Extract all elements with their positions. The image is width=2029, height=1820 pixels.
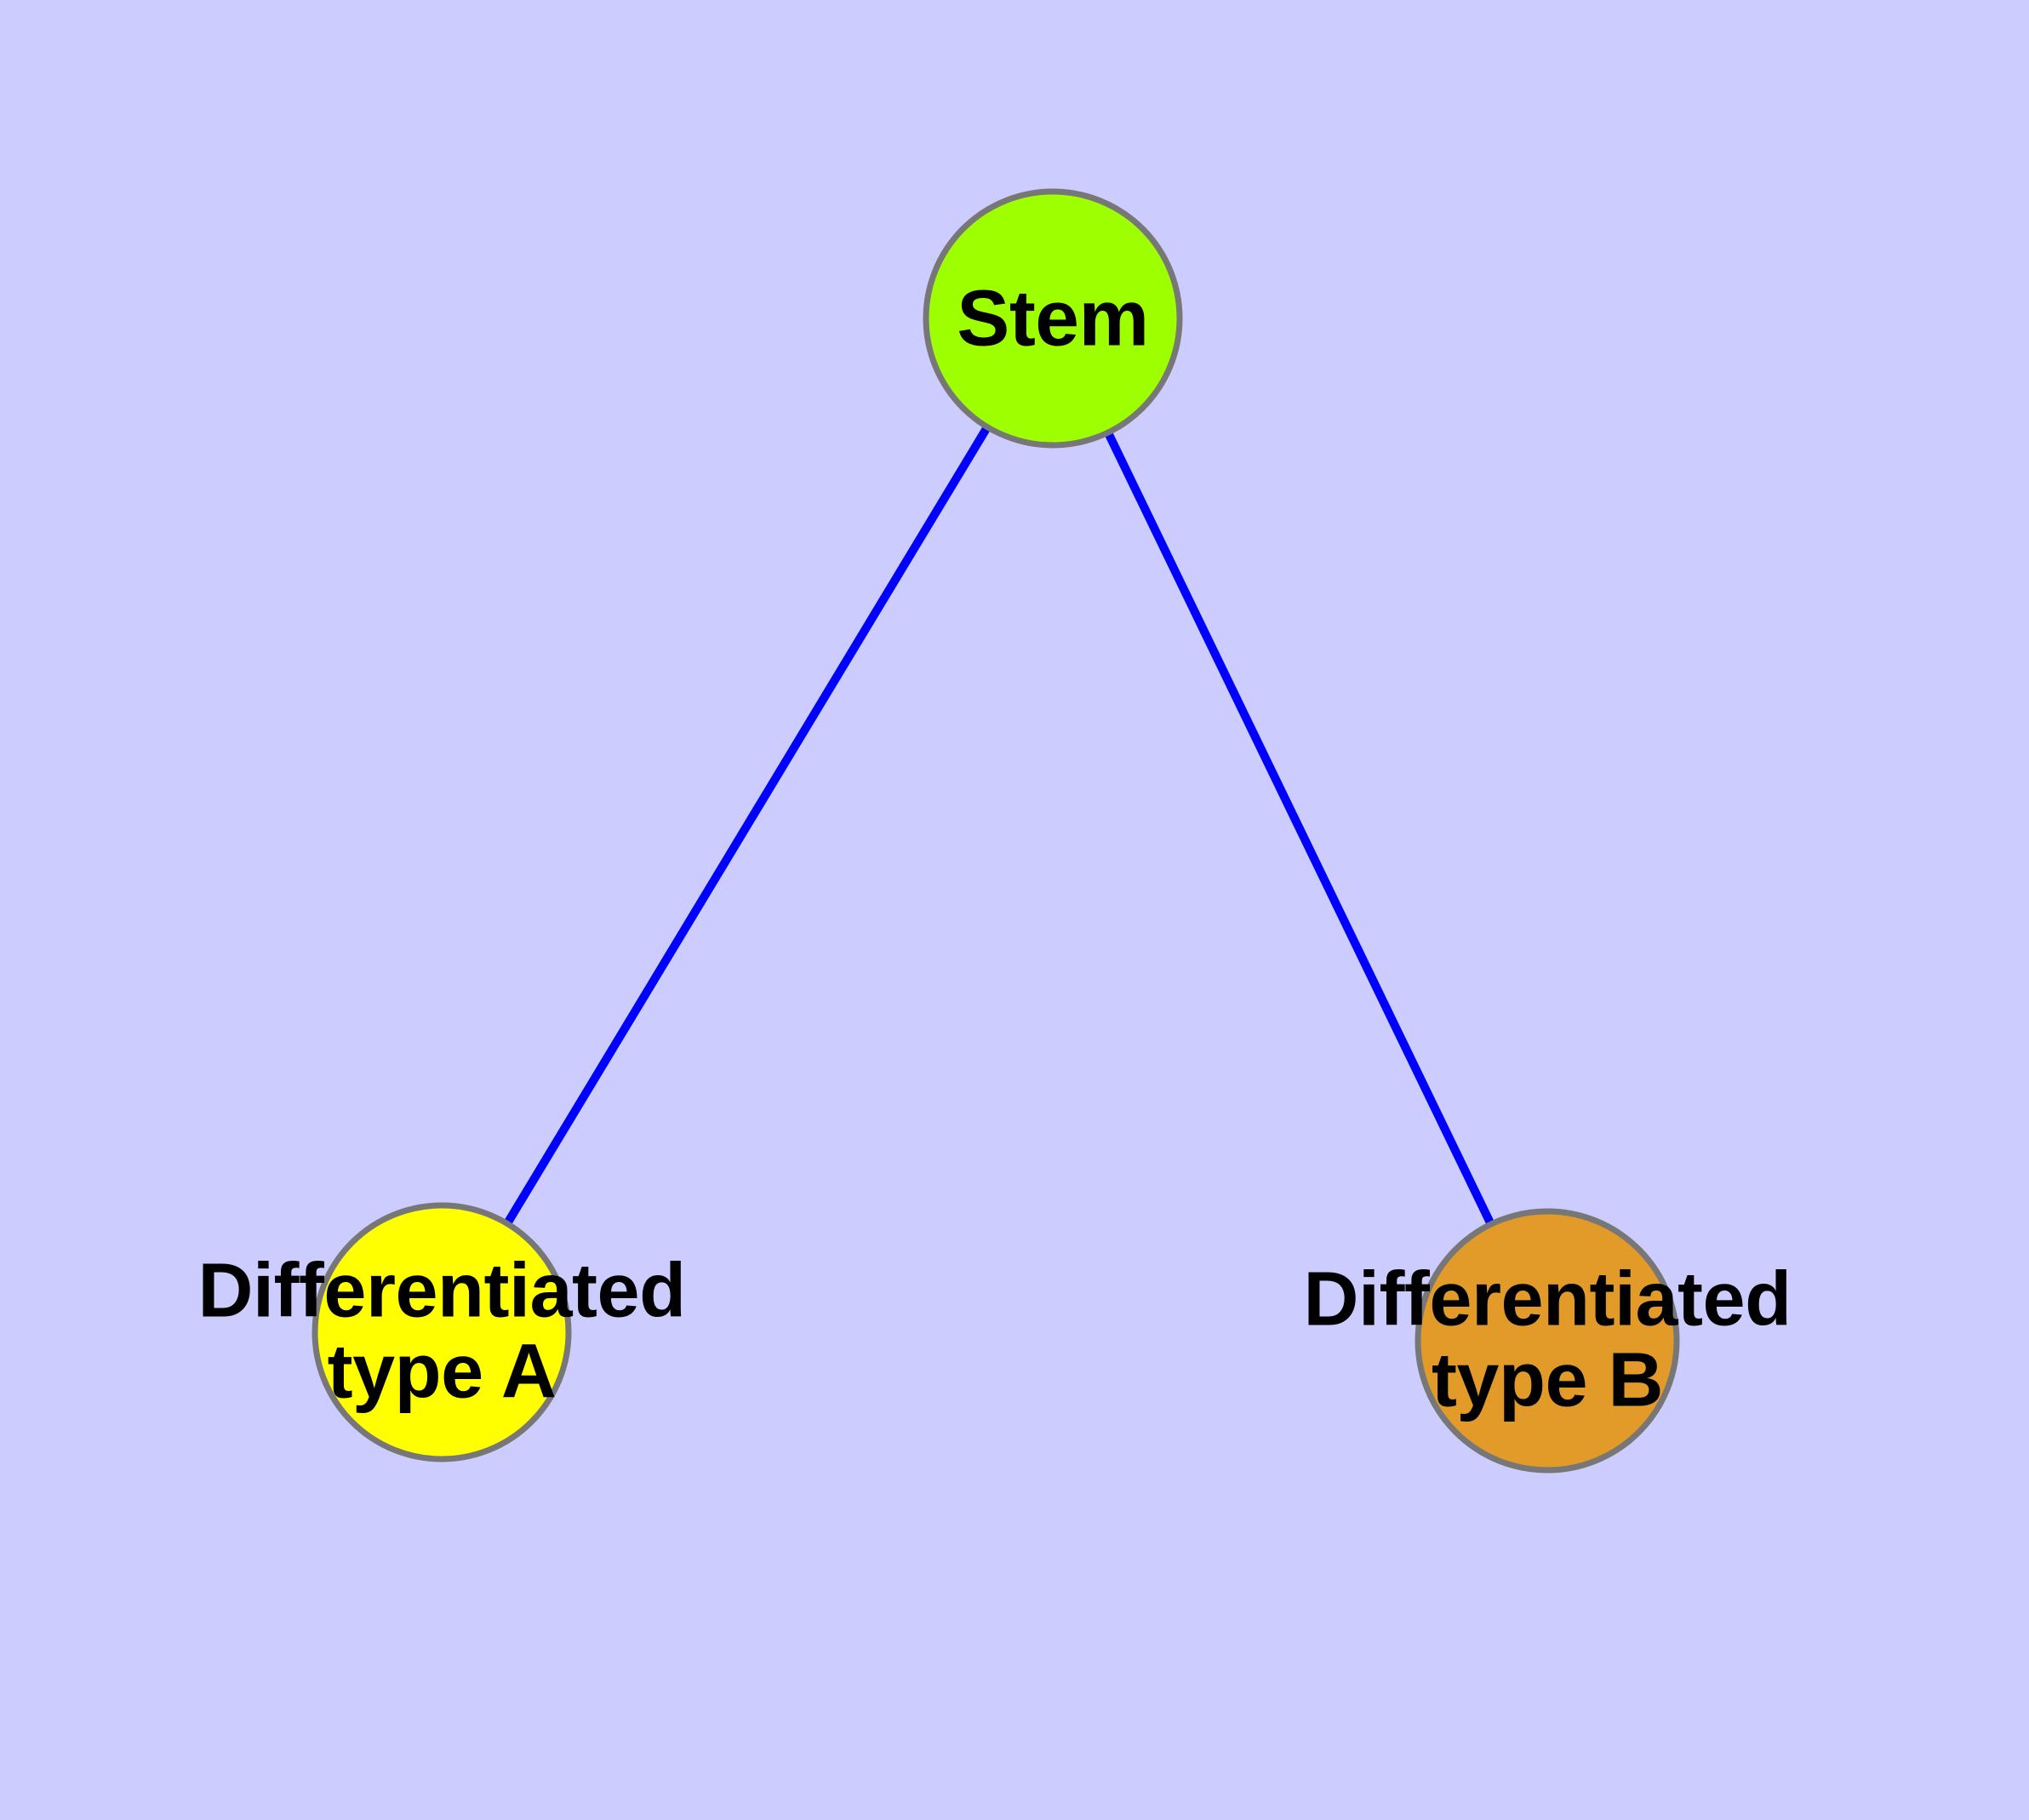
- node-stem[interactable]: [923, 188, 1183, 449]
- edge-stem-to-differentiated-type-a[interactable]: [437, 316, 1057, 1335]
- edge-stem-to-differentiated-type-b[interactable]: [1049, 316, 1552, 1343]
- node-layer: [311, 188, 1680, 1474]
- node-differentiated-type-b[interactable]: [1415, 1208, 1680, 1474]
- node-differentiated-type-a[interactable]: [311, 1202, 572, 1462]
- edge-layer: [437, 316, 1552, 1343]
